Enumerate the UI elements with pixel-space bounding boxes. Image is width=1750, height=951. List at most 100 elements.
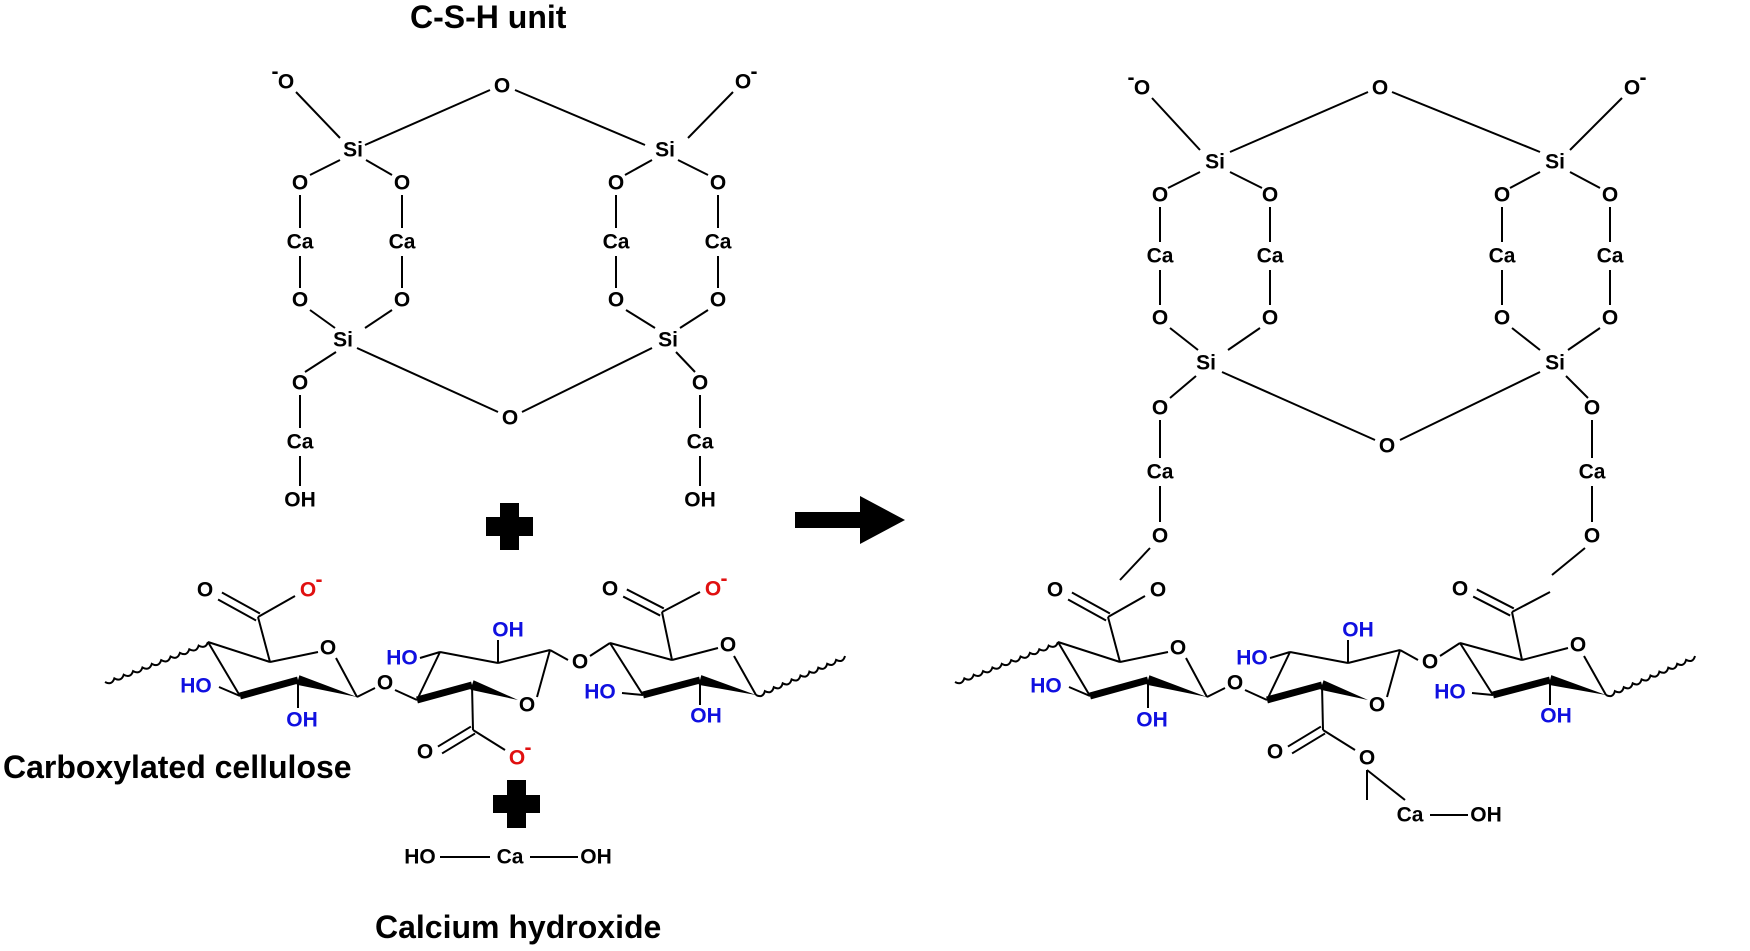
wedge-bond bbox=[296, 675, 357, 697]
bond bbox=[416, 651, 441, 701]
atom: O bbox=[320, 637, 336, 660]
atom: O bbox=[1152, 525, 1168, 548]
bond bbox=[207, 641, 241, 697]
bond bbox=[1266, 651, 1291, 701]
hydroxyl: OH bbox=[684, 489, 716, 512]
bond bbox=[1471, 692, 1494, 696]
silicon: Si bbox=[1545, 352, 1565, 375]
glycosidic-oxygen: O bbox=[572, 651, 588, 674]
bond bbox=[661, 611, 673, 661]
oxygen-anion: O bbox=[1624, 77, 1640, 100]
bond bbox=[609, 642, 644, 696]
atom: O bbox=[197, 579, 213, 602]
bond bbox=[1565, 375, 1589, 399]
double-bond bbox=[437, 725, 472, 748]
bond bbox=[356, 347, 499, 413]
carboxylate-oxygen-anion: O bbox=[509, 747, 525, 770]
hydroxyl-group: OH bbox=[286, 709, 318, 732]
wedge-bond bbox=[1146, 675, 1207, 697]
bond bbox=[269, 651, 319, 663]
bond bbox=[419, 651, 441, 659]
bond bbox=[1107, 616, 1121, 663]
silicon: Si bbox=[343, 139, 363, 162]
bond bbox=[679, 309, 709, 329]
atom: O bbox=[1369, 694, 1385, 717]
atom: O bbox=[394, 172, 410, 195]
atom: O bbox=[1152, 184, 1168, 207]
double-bond bbox=[1291, 732, 1326, 755]
glycosidic-oxygen: O bbox=[377, 672, 393, 695]
bond bbox=[1107, 595, 1146, 618]
bridge-oxygen: O bbox=[494, 75, 510, 98]
atom: O bbox=[1152, 307, 1168, 330]
atom: O bbox=[292, 172, 308, 195]
bridge-oxygen: O bbox=[1379, 435, 1395, 458]
bond bbox=[1269, 651, 1291, 659]
bond bbox=[304, 351, 337, 373]
bond bbox=[687, 91, 734, 139]
atom: O bbox=[1452, 578, 1468, 601]
silicon: Si bbox=[658, 329, 678, 352]
bridge-oxygen: O bbox=[1372, 77, 1388, 100]
bond bbox=[1509, 171, 1541, 189]
bond bbox=[394, 689, 418, 701]
hydroxyl: OH bbox=[1470, 804, 1502, 827]
glycosidic-oxygen: O bbox=[1227, 672, 1243, 695]
bond bbox=[1459, 642, 1523, 661]
atom: O bbox=[1152, 397, 1168, 420]
bond bbox=[1229, 91, 1369, 153]
wavy-bond-chain-continuation bbox=[755, 655, 846, 698]
bond bbox=[1322, 729, 1356, 751]
oxygen-anion: O bbox=[278, 71, 294, 94]
hydroxyl-group: HO bbox=[1434, 681, 1466, 704]
wavy-bond-chain-continuation bbox=[1605, 655, 1696, 698]
double-bond bbox=[1071, 591, 1111, 615]
bond bbox=[589, 642, 611, 657]
bond bbox=[1185, 657, 1208, 698]
calcium: Ca bbox=[687, 431, 714, 454]
bond bbox=[514, 89, 646, 146]
hydroxyl: OH bbox=[580, 846, 612, 869]
atom: O bbox=[710, 289, 726, 312]
bond bbox=[1459, 642, 1494, 696]
hydroxyl-group: HO bbox=[584, 681, 616, 704]
bold-bond bbox=[642, 676, 701, 699]
silicon: Si bbox=[655, 139, 675, 162]
bond bbox=[1169, 375, 1197, 399]
bond bbox=[675, 351, 696, 373]
double-bond bbox=[1287, 725, 1322, 748]
bond bbox=[624, 159, 653, 176]
double-bond bbox=[221, 591, 261, 615]
hydroxyl-group: OH bbox=[1136, 709, 1168, 732]
bond bbox=[1567, 327, 1601, 351]
silicon: Si bbox=[333, 329, 353, 352]
atom: O bbox=[292, 289, 308, 312]
atom: O bbox=[1150, 579, 1166, 602]
atom: O bbox=[710, 172, 726, 195]
hydroxyl-group: HO bbox=[1030, 675, 1062, 698]
atom: O bbox=[602, 578, 618, 601]
hydroxyl-group: OH bbox=[1540, 705, 1572, 728]
bond bbox=[257, 595, 296, 618]
atom: O bbox=[1494, 307, 1510, 330]
bond bbox=[1321, 684, 1324, 731]
bond bbox=[335, 657, 358, 698]
label-carboxylated-cellulose: Carboxylated cellulose bbox=[3, 749, 352, 785]
bond bbox=[1399, 649, 1419, 661]
atom: O bbox=[1047, 579, 1063, 602]
hydroxyl-group: HO bbox=[1236, 647, 1268, 670]
calcium: Ca bbox=[1147, 461, 1174, 484]
bond bbox=[609, 642, 673, 661]
atom: O bbox=[608, 289, 624, 312]
bond bbox=[1391, 91, 1541, 153]
bond bbox=[309, 309, 336, 329]
calcium: Ca bbox=[1597, 245, 1624, 268]
bond bbox=[1399, 371, 1541, 441]
calcium: Ca bbox=[1397, 804, 1424, 827]
negative-charge: - bbox=[525, 737, 532, 760]
atom: O bbox=[1359, 747, 1375, 770]
bond bbox=[677, 159, 709, 176]
bond bbox=[1439, 642, 1461, 657]
calcium: Ca bbox=[1257, 245, 1284, 268]
silicon: Si bbox=[1196, 352, 1216, 375]
